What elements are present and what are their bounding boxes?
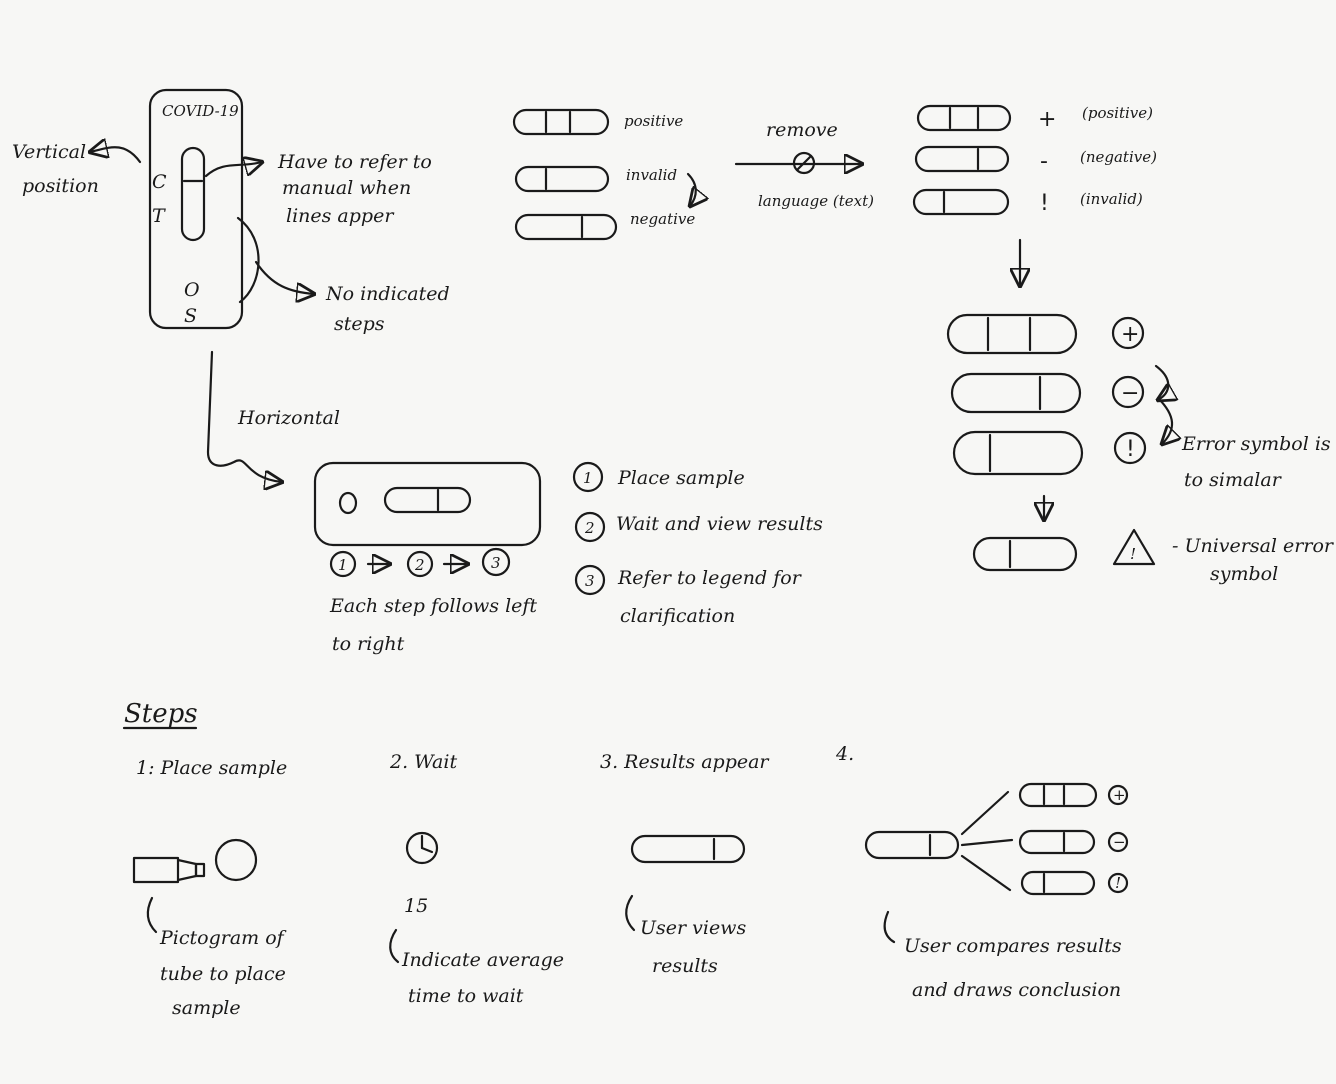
universal-line-1: - Universal error <box>1172 535 1335 557</box>
step-3-label: 3. Results appear <box>600 751 770 773</box>
vertical-line-1: Vertical <box>12 141 86 163</box>
numbered-step-2-num: 2 <box>584 519 595 537</box>
manual-line-2: manual when <box>282 177 411 199</box>
no-steps-line-1: No indicated <box>325 283 450 305</box>
device-letter-t: T <box>152 205 166 227</box>
step-3-note-1: User views <box>640 917 746 939</box>
tube-pictogram <box>132 838 258 884</box>
step-4-note-1: User compares results <box>904 935 1122 957</box>
numbered-step-3-text-1: Refer to legend for <box>617 567 803 589</box>
horizontal-test-device <box>313 461 542 547</box>
vertical-test-device: COVID-19 C T O S <box>148 88 244 330</box>
legend-symbol-positive: + <box>1038 107 1056 132</box>
step-1-note-2: tube to place <box>160 963 286 985</box>
symbol-legend: + (positive) - (negative) ! (invalid) <box>912 104 1157 286</box>
left-right-line-1: Each step follows left <box>329 595 537 617</box>
numbered-step-3-text-2: clarification <box>620 605 735 627</box>
no-steps-annotation: No indicated steps <box>236 216 450 335</box>
device-letter-s: S <box>184 305 197 327</box>
steps-section: Steps 1: Place sample Pictogram of tube … <box>122 699 1129 1019</box>
device-letter-c: C <box>152 171 167 193</box>
flow-indicator: 1 2 3 Each step follows left to right <box>329 547 537 655</box>
step-2-note-1: Indicate average <box>401 949 564 971</box>
manual-line-1: Have to refer to <box>277 151 432 173</box>
universal-line-2: symbol <box>1210 563 1278 585</box>
left-right-line-2: to right <box>332 633 405 655</box>
error-similar-line-1: Error symbol is <box>1181 433 1331 455</box>
clock-icon <box>405 831 439 865</box>
step-2-label: 2. Wait <box>389 751 457 773</box>
circled-symbol-legend: + − ! Error symbol is to simalar ! - Uni… <box>946 313 1335 585</box>
remove-label: remove <box>766 119 838 141</box>
step-1-label: 1: Place sample <box>136 757 287 779</box>
device-title: COVID-19 <box>162 102 239 120</box>
mini-symbol-plus: + <box>1113 786 1126 804</box>
legend-invalid: invalid <box>626 166 677 184</box>
warn-excl: ! <box>1130 545 1136 563</box>
numbered-step-3-num: 3 <box>585 572 595 590</box>
legend-label-negative: (negative) <box>1080 148 1157 166</box>
language-label: language (text) <box>758 192 874 210</box>
numbered-step-1-text: Place sample <box>617 467 745 489</box>
step-1-note-3: sample <box>172 997 241 1019</box>
circled-minus: − <box>1121 381 1139 406</box>
vertical-annotation: Vertical position <box>12 141 142 197</box>
mini-symbol-minus: − <box>1113 833 1126 851</box>
horizontal-transition: Horizontal <box>206 350 340 482</box>
comparison-diagram: + − ! <box>864 782 1129 896</box>
step-4-label: 4. <box>835 743 854 765</box>
flow-num-3: 3 <box>491 554 501 572</box>
step-1-note-1: Pictogram of <box>159 927 287 949</box>
no-steps-line-2: steps <box>334 313 385 335</box>
legend-negative: negative <box>630 210 695 228</box>
remove-language-arrow: remove language (text) <box>734 119 874 210</box>
mini-symbol-excl: ! <box>1115 874 1121 892</box>
flow-num-1: 1 <box>338 556 348 574</box>
legend-label-positive: (positive) <box>1082 104 1153 122</box>
legend-positive: positive <box>624 112 683 130</box>
legend-symbol-invalid: ! <box>1040 191 1049 216</box>
numbered-step-1-num: 1 <box>583 469 593 487</box>
vertical-line-2: position <box>22 175 99 197</box>
circled-plus: + <box>1121 322 1139 347</box>
horizontal-label: Horizontal <box>237 407 340 429</box>
step-4-note-2: and draws conclusion <box>912 979 1121 1001</box>
steps-heading: Steps <box>124 699 198 729</box>
word-legend: positive invalid negative <box>512 108 696 241</box>
circled-excl: ! <box>1126 437 1135 462</box>
legend-label-invalid: (invalid) <box>1080 190 1143 208</box>
step-2-note-2: time to wait <box>408 985 524 1007</box>
error-similar-line-2: to simalar <box>1184 469 1283 491</box>
numbered-steps-list: 1 Place sample 2 Wait and view results 3… <box>572 461 823 627</box>
numbered-step-2-text: Wait and view results <box>616 513 823 535</box>
step-3-note-2: results <box>652 955 718 977</box>
step-2-value: 15 <box>404 895 428 917</box>
legend-symbol-negative: - <box>1040 149 1048 174</box>
result-strip <box>630 834 746 864</box>
manual-line-3: lines apper <box>286 205 395 227</box>
flow-num-2: 2 <box>414 556 425 574</box>
manual-annotation: Have to refer to manual when lines apper <box>204 151 432 227</box>
device-letter-o: O <box>184 279 200 301</box>
